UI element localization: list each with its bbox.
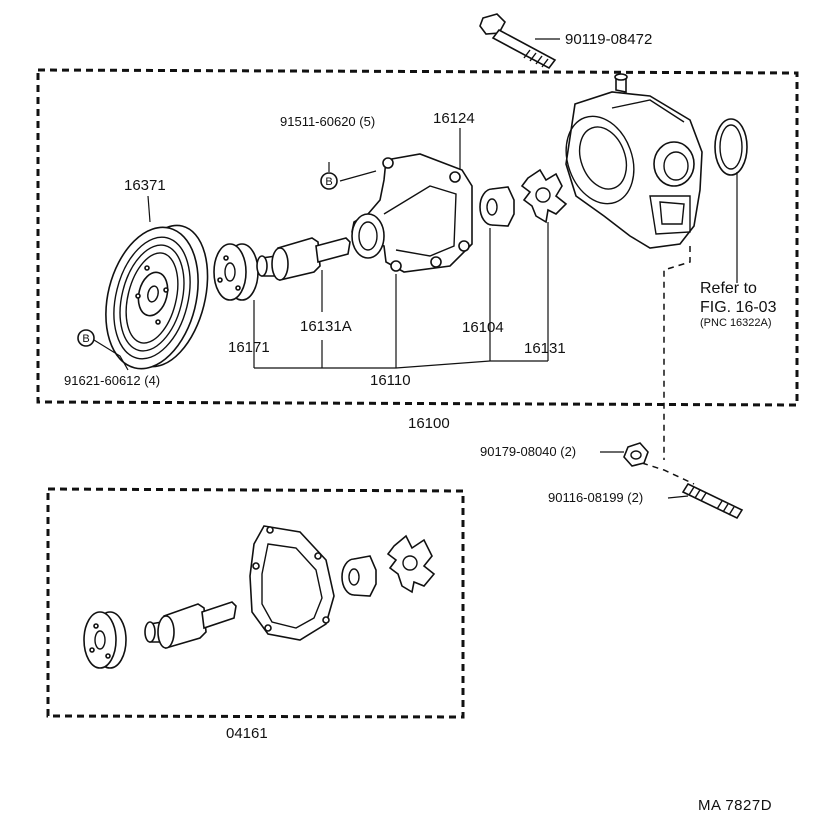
label-bolt-b-housing: 91511-60620 (5) xyxy=(280,114,375,129)
assembly-box-16100 xyxy=(36,68,799,407)
bolt-icon xyxy=(479,13,557,70)
drawing-code: MA 7827D xyxy=(698,797,772,814)
label-stud: 90116-08199 (2) xyxy=(548,490,643,505)
flange-icon-kit xyxy=(83,611,127,669)
bearing-shaft-icon xyxy=(256,237,351,281)
flange-icon xyxy=(213,243,259,301)
stud-icon xyxy=(681,482,744,520)
label-bolt-top: 90119-08472 xyxy=(565,31,652,48)
callout-b-lower: B xyxy=(77,329,95,347)
gasket-icon xyxy=(249,525,335,641)
nut-icon xyxy=(623,442,649,467)
o-ring-icon xyxy=(714,118,748,176)
seal-icon xyxy=(479,186,515,227)
pulley-icon xyxy=(105,224,209,370)
pump-housing-icon xyxy=(351,153,473,273)
callout-b-upper: B xyxy=(320,172,338,190)
seal-icon-kit xyxy=(341,555,377,597)
refer-line-2: FIG. 16-03 xyxy=(700,299,777,316)
label-flange: 16171 xyxy=(228,339,270,356)
label-water-pump: 16100 xyxy=(408,415,450,432)
label-nut: 90179-08040 (2) xyxy=(480,444,576,459)
assembly-box-04161 xyxy=(46,487,465,719)
refer-line-1: Refer to xyxy=(700,280,757,297)
label-housing: 16124 xyxy=(433,110,475,127)
inlet-housing-icon xyxy=(565,73,703,249)
label-seal: 16104 xyxy=(462,319,504,336)
callout-letter: B xyxy=(82,333,89,345)
label-pulley-bolt: 91621-60612 (4) xyxy=(64,373,160,388)
impeller-icon xyxy=(520,168,568,224)
label-shaft-bearing: 16131A xyxy=(300,318,352,335)
label-pulley: 16371 xyxy=(124,177,166,194)
label-rotor: 16131 xyxy=(524,340,566,357)
bearing-shaft-icon-kit xyxy=(144,601,237,650)
refer-line-3: (PNC 16322A) xyxy=(700,317,772,329)
impeller-icon-kit xyxy=(386,534,436,594)
callout-letter: B xyxy=(325,176,332,188)
label-gasket-kit: 04161 xyxy=(226,725,268,742)
label-pump-assy: 16110 xyxy=(370,372,411,389)
